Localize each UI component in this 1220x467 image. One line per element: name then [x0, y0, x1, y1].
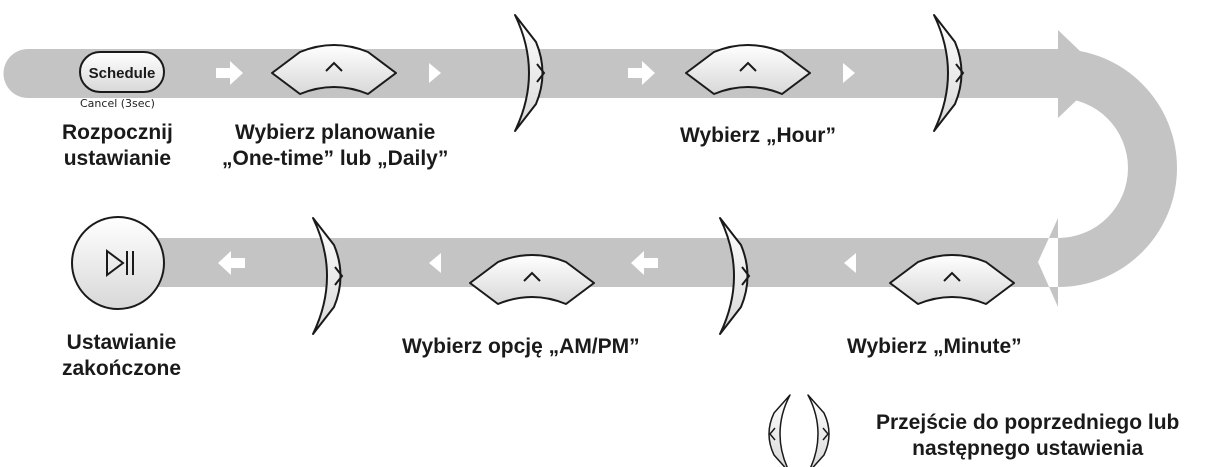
step-label-select-minute: Wybierz „Minute” [847, 334, 1022, 360]
legend-next-button [807, 394, 830, 467]
next-button-3[interactable] [312, 217, 344, 335]
up-button-2[interactable] [685, 44, 811, 95]
chevron-up-icon [325, 61, 343, 72]
chevron-right-icon [536, 63, 546, 83]
play-pause-button[interactable] [71, 216, 165, 310]
arrow-right-1 [216, 61, 243, 85]
play-pause-icon [106, 249, 134, 277]
arrow-left-1 [631, 251, 658, 275]
step-label-line: „One-time” lub „Daily” [222, 147, 449, 171]
legend-label-line: Przejście do poprzedniego lub [876, 411, 1180, 434]
triangle-right-1 [429, 63, 441, 83]
next-button-2[interactable] [933, 14, 965, 132]
chevron-left-icon [769, 427, 776, 441]
step-label-line: Wybierz „Minute” [847, 335, 1022, 358]
next-button-1[interactable] [514, 14, 546, 132]
up-button-1[interactable] [271, 44, 397, 95]
up-button-3[interactable] [469, 254, 595, 305]
chevron-up-icon [739, 61, 757, 72]
flow-band [3, 30, 1177, 307]
legend-label: Przejście do poprzedniego lub następnego… [876, 410, 1179, 463]
up-button-4[interactable] [889, 254, 1015, 305]
arrow-right-2 [628, 61, 655, 85]
step-label-start: Rozpocznij ustawianie [62, 120, 173, 173]
step-label-line: Wybierz opcję „AM/PM” [402, 335, 640, 358]
step-label-line: ustawianie [63, 147, 172, 171]
step-label-select-plan: Wybierz planowanie „One-time” lub „Daily… [222, 120, 448, 173]
band-arrows [216, 61, 856, 275]
step-label-line: Wybierz „Hour” [680, 124, 836, 147]
step-label-line: Wybierz planowanie [235, 121, 436, 144]
step-label-line: Rozpocznij [62, 121, 173, 144]
schedule-button[interactable]: Schedule [79, 51, 165, 93]
step-label-select-ampm: Wybierz opcję „AM/PM” [402, 334, 640, 360]
chevron-right-icon [955, 63, 965, 83]
chevron-right-icon [334, 266, 344, 286]
chevron-up-icon [523, 271, 541, 282]
triangle-left-1 [844, 253, 856, 273]
chevron-right-icon [822, 427, 829, 441]
legend-label-line: następnego ustawienia [912, 437, 1144, 461]
schedule-sublabel: Cancel (3sec) [80, 97, 155, 110]
chevron-right-icon [741, 266, 751, 286]
triangle-right-2 [843, 63, 855, 83]
step-label-line: Ustawianie [66, 331, 177, 354]
legend-prev-button [768, 394, 791, 467]
arrow-left-2 [218, 251, 245, 275]
step-label-line: zakończone [62, 357, 182, 381]
chevron-up-icon [943, 271, 961, 282]
schedule-button-label: Schedule [89, 65, 156, 82]
step-label-finish: Ustawianie zakończone [62, 330, 181, 383]
triangle-left-2 [429, 253, 441, 273]
next-button-4[interactable] [719, 217, 751, 335]
step-label-select-hour: Wybierz „Hour” [680, 123, 836, 149]
